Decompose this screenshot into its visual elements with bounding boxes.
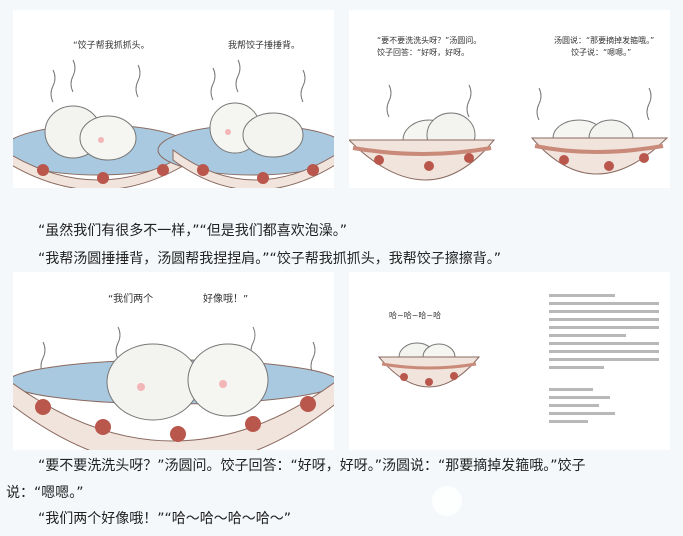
story-line: “虽然我们有很多不一样，”“但是我们都喜欢泡澡。” (38, 223, 348, 239)
bath-bowl-illustration (13, 326, 334, 450)
panel-caption: 哈~哈~哈~哈 (389, 311, 442, 320)
panel-caption: 饺子回答：“好呀，好呀。 (377, 48, 470, 57)
story-line: “要不要洗洗头呀？”汤圆问。饺子回答：“好呀，好呀。”汤圆说：“那要摘掉发箍哦。… (38, 458, 586, 474)
panel-caption: “我们两个 (108, 294, 154, 305)
story-line: “我帮汤圆捶捶背，汤圆帮我捏捏肩。”“饺子帮我抓抓头，我帮饺子擦擦背。” (38, 251, 502, 267)
illustration-panel-2: “要不要洗洗头呀？”汤圆问。 饺子回答：“好呀，好呀。 汤圆说：“那要摘掉发箍哦… (349, 10, 670, 188)
illustration-panel-3: “我们两个 好像哦！” (13, 272, 334, 450)
panel-caption: “要不要洗洗头呀？”汤圆问。 (377, 36, 482, 45)
story-line: 说：“嗯嗯。” (6, 485, 84, 501)
panel-caption: 汤圆说：“那要摘掉发箍哦。” (554, 36, 655, 45)
bath-bowl-illustration (13, 59, 334, 188)
panel-caption: “饺子帮我抓抓头。 (73, 41, 150, 51)
panel-caption: 好像哦！” (203, 294, 249, 305)
story-line: “我们两个好像哦！”“哈～哈～哈～哈～” (38, 511, 292, 527)
small-bowl-illustration (377, 342, 481, 388)
bath-bowl-illustration (349, 84, 669, 181)
panel-caption: 饺子说：“嗯嗯。” (571, 48, 632, 57)
illustration-panel-4: 哈~哈~哈~哈 (349, 272, 670, 450)
panel-caption: 我帮饺子捶捶背。 (228, 41, 301, 51)
copyright-page (549, 294, 659, 428)
scroll-indicator[interactable] (432, 486, 462, 516)
illustration-panel-1: “饺子帮我抓抓头。 我帮饺子捶捶背。 (13, 10, 334, 188)
